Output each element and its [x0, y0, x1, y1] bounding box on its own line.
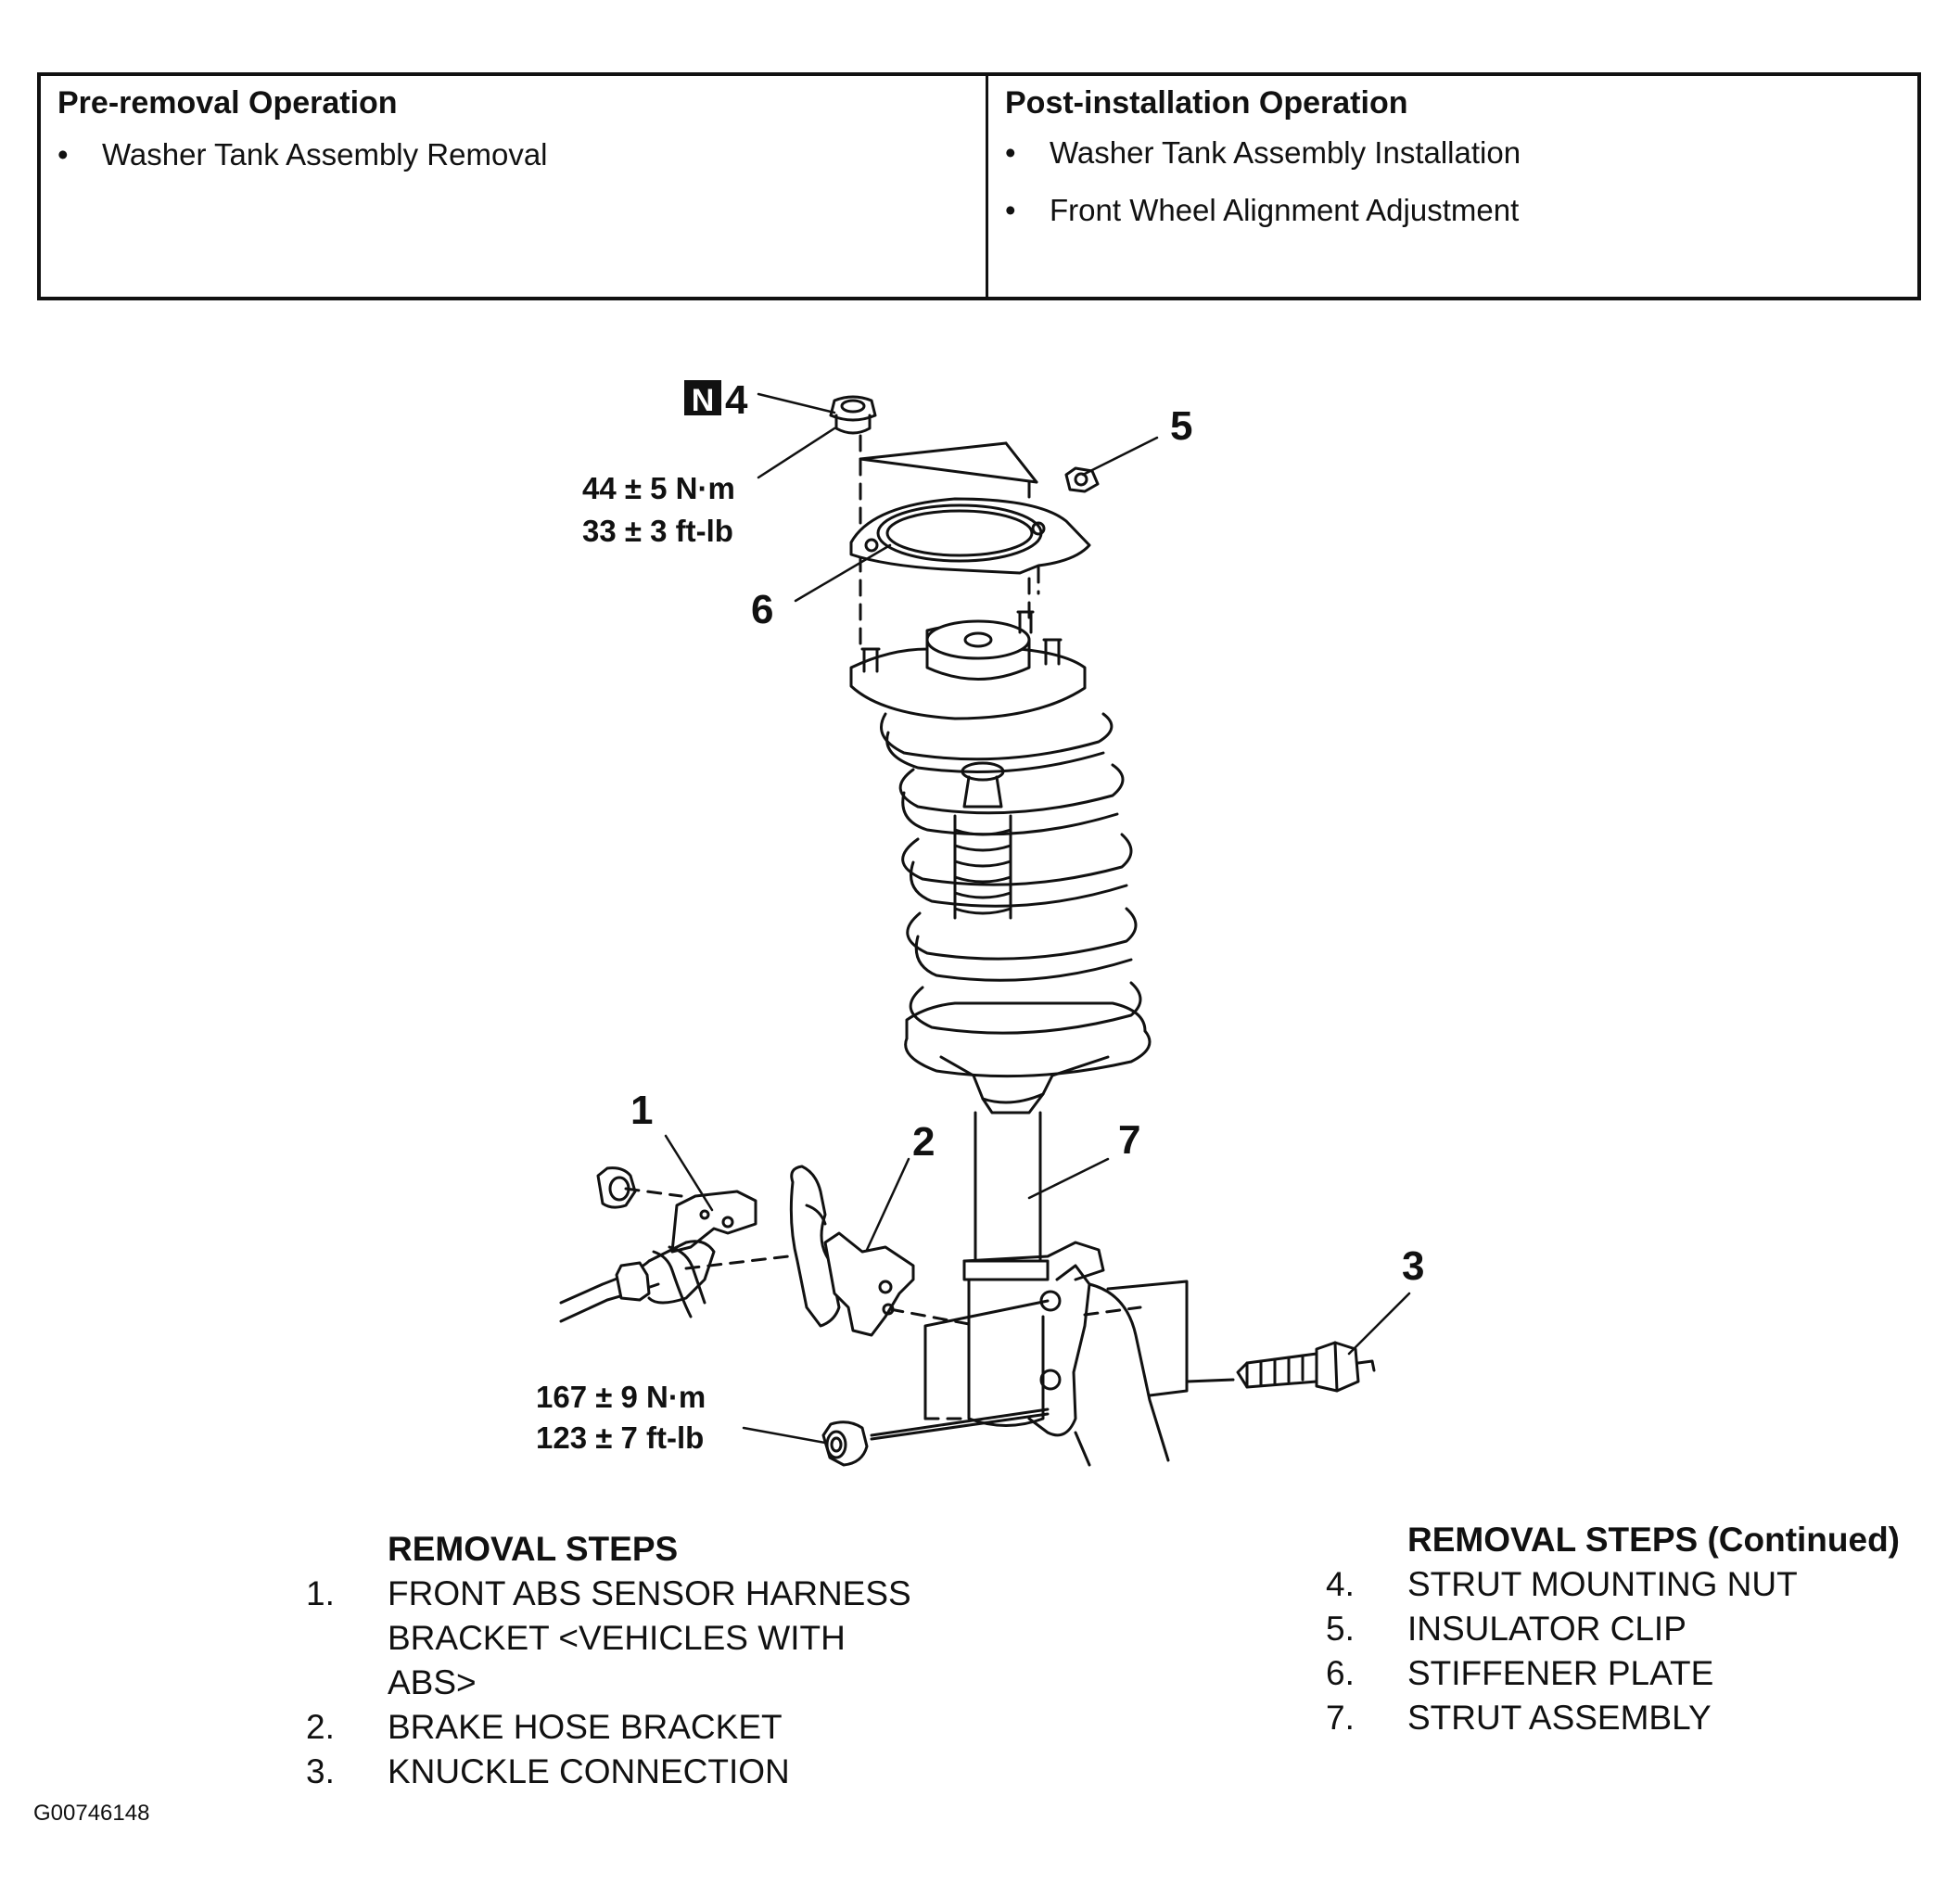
callout-5: 5	[1170, 403, 1192, 449]
callout-1: 1	[630, 1088, 653, 1133]
bullet-icon: •	[1005, 135, 1016, 170]
insulator-clip-drawing	[1064, 466, 1100, 493]
callout-4: 4	[725, 377, 748, 423]
operations-table: Pre-removal Operation •Washer Tank Assem…	[37, 72, 1921, 300]
callout-3: 3	[1402, 1243, 1424, 1289]
torque-bottom-ftlb: 123 ± 7 ft-lb	[536, 1420, 704, 1455]
torque-top-ftlb: 33 ± 3 ft-lb	[582, 514, 733, 548]
brake-hose-bracket-drawing	[789, 1165, 971, 1337]
lower-spring-seat-drawing	[904, 1001, 1152, 1114]
knuckle-nut-drawing	[821, 1420, 869, 1467]
bullet-icon: •	[57, 137, 69, 172]
figure-id: G00746148	[33, 1801, 150, 1826]
stiffener-plate-drawing	[849, 497, 1091, 575]
pre-removal-list: •Washer Tank Assembly Removal	[57, 137, 548, 195]
strut-mounting-nut-drawing	[829, 395, 877, 435]
removal-steps-title: REMOVAL STEPS	[388, 1530, 679, 1568]
new-part-mark-letter: N	[692, 383, 715, 418]
bump-stopper-drawing	[953, 761, 1012, 920]
bullet-icon: •	[1005, 193, 1016, 227]
pre-removal-column: Pre-removal Operation •Washer Tank Assem…	[41, 76, 988, 297]
post-installation-list: •Washer Tank Assembly Installation •Fron…	[1005, 135, 1521, 250]
strut-body-drawing	[962, 1111, 1170, 1467]
coil-spring-drawing	[880, 712, 1142, 1035]
post-installation-column: Post-installation Operation •Washer Tank…	[988, 76, 1917, 297]
knuckle-bolt-drawing	[1236, 1341, 1376, 1393]
abs-harness-bracket-drawing	[559, 1166, 790, 1323]
torque-top-nm: 44 ± 5 N·m	[582, 471, 735, 505]
callout-7: 7	[1118, 1117, 1140, 1163]
knuckle-guide-lines	[870, 1280, 1235, 1437]
list-item: •Washer Tank Assembly Installation	[1005, 135, 1521, 170]
pre-removal-title: Pre-removal Operation	[57, 85, 398, 121]
upper-mount-drawing	[849, 610, 1087, 720]
list-item: •Washer Tank Assembly Removal	[57, 137, 548, 172]
new-part-mark-icon	[684, 380, 721, 415]
removal-steps-continued-title: REMOVAL STEPS (Continued)	[1407, 1521, 1901, 1559]
leader-lines	[664, 392, 1411, 1445]
callout-6: 6	[751, 587, 773, 632]
torque-bottom-nm: 167 ± 9 N·m	[536, 1380, 706, 1414]
callout-2: 2	[912, 1119, 935, 1165]
list-item: •Front Wheel Alignment Adjustment	[1005, 193, 1520, 227]
post-installation-title: Post-installation Operation	[1005, 85, 1408, 121]
